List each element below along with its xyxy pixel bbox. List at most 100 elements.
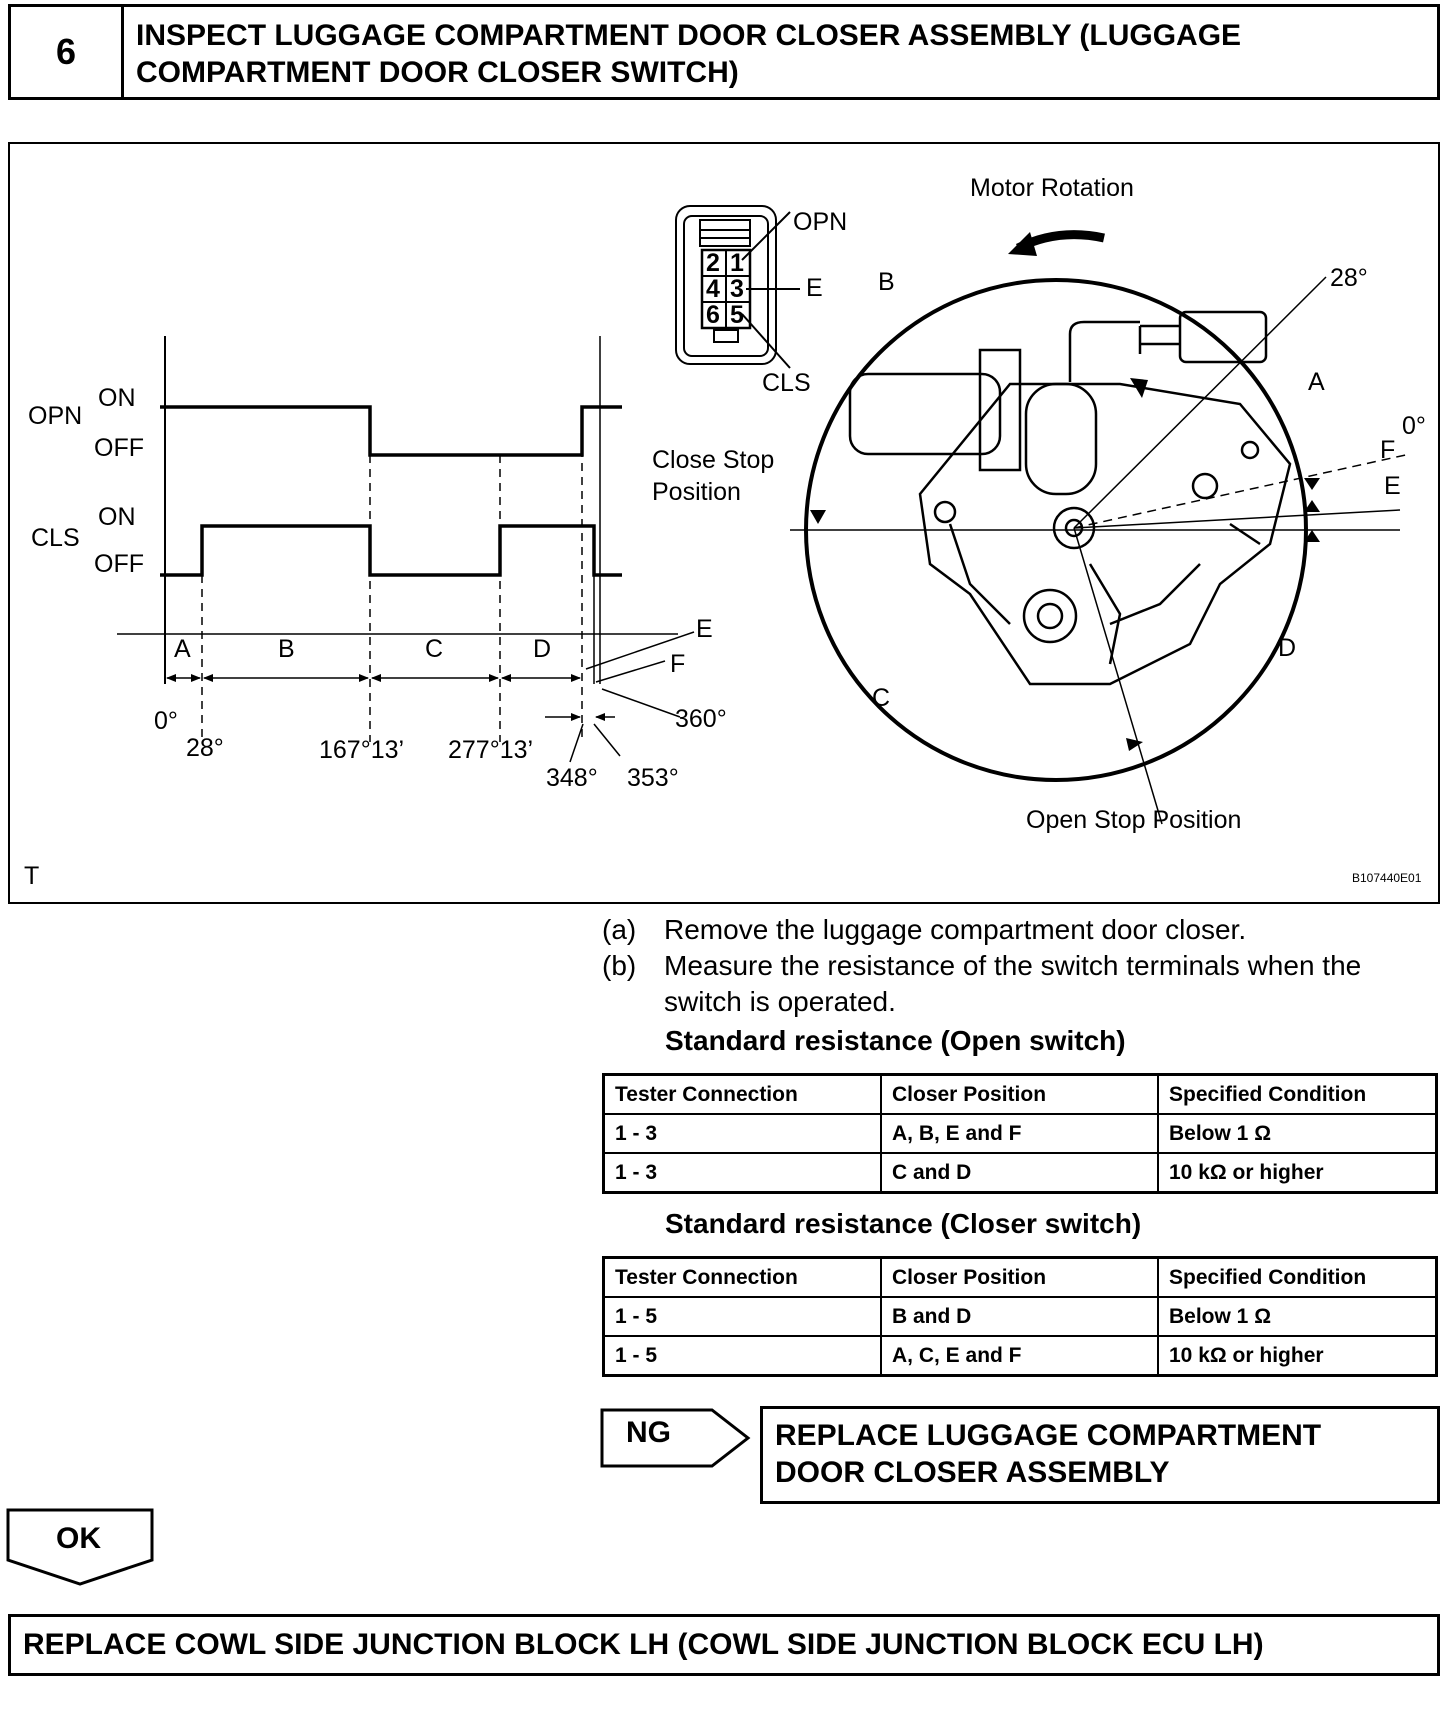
ng-result-line2: DOOR CLOSER ASSEMBLY [775, 1456, 1170, 1489]
timing-labels: OPN ON OFF CLS ON OFF A B C D E F 0° 28°… [28, 384, 727, 792]
circle-e-label: E [1384, 472, 1401, 500]
table-header-cell: Closer Position [880, 1256, 1159, 1298]
table-cell: 10 kΩ or higher [1157, 1152, 1438, 1194]
opn-waveform [160, 405, 622, 457]
ok-result-text: REPLACE COWL SIDE JUNCTION BLOCK LH (COW… [23, 1628, 1264, 1661]
closer-switch-title: Standard resistance (Closer switch) [665, 1208, 1142, 1239]
circle-angle-28-label: 28° [1330, 264, 1368, 292]
table-cell: A, C, E and F [880, 1335, 1159, 1377]
ng-label: NG [626, 1416, 671, 1449]
timing-e-label: E [696, 615, 713, 643]
motor-rotation-label: Motor Rotation [970, 174, 1134, 202]
opn-off-label: OFF [94, 434, 144, 462]
table-cell: 10 kΩ or higher [1157, 1335, 1438, 1377]
close-stop-line1: Close Stop [652, 446, 774, 474]
figure-code: B107440E01 [1352, 871, 1422, 885]
instruction-b: (b) Measure the resistance of the switch… [602, 948, 1442, 984]
opn-signal-label: OPN [28, 402, 82, 430]
pin-1: 1 [730, 249, 744, 277]
angle-360-label: 360° [675, 705, 727, 733]
open-stop-label: Open Stop Position [1026, 806, 1241, 834]
inspection-figure: OPN ON OFF CLS ON OFF A B C D E F 0° 28°… [8, 142, 1440, 904]
rotation-diagram [790, 230, 1411, 825]
angle-277-label: 277°13’ [448, 736, 533, 764]
angle-167-label: 167°13’ [319, 736, 404, 764]
open-switch-table: Tester Connection Closer Position Specif… [602, 1073, 1438, 1194]
opn-on-label: ON [98, 384, 136, 412]
table-cell: B and D [880, 1296, 1159, 1337]
ng-result-line1: REPLACE LUGGAGE COMPARTMENT [775, 1419, 1322, 1452]
pin-3: 3 [730, 275, 744, 303]
zone-a-circle-label: A [1308, 368, 1325, 396]
connector-e-label: E [806, 274, 823, 302]
table-cell: 1 - 5 [602, 1335, 882, 1377]
zone-b-circle-label: B [878, 268, 895, 296]
ok-result-box: REPLACE COWL SIDE JUNCTION BLOCK LH (COW… [8, 1614, 1440, 1676]
zone-b-label: B [278, 635, 295, 663]
zone-d-circle-label: D [1278, 634, 1296, 662]
pin-2: 2 [706, 249, 720, 277]
connector-cls-label: CLS [762, 369, 811, 397]
corner-mark: T [24, 862, 39, 890]
table-cell: A, B, E and F [880, 1113, 1159, 1154]
ok-arrow-shape [6, 1508, 154, 1586]
table-row: 1 - 3 C and D 10 kΩ or higher [602, 1152, 1438, 1194]
table-header-row: Tester Connection Closer Position Specif… [602, 1073, 1438, 1115]
cls-waveform [160, 524, 622, 577]
angle-28-label: 28° [186, 734, 224, 762]
table-header-cell: Tester Connection [602, 1256, 882, 1298]
pin-5: 5 [730, 301, 744, 329]
closer-switch-table: Tester Connection Closer Position Specif… [602, 1256, 1438, 1377]
table-header-row: Tester Connection Closer Position Specif… [602, 1256, 1438, 1298]
ng-result-box: REPLACE LUGGAGE COMPARTMENT DOOR CLOSER … [760, 1406, 1440, 1504]
close-stop-line2: Position [652, 478, 741, 506]
figure-svg: OPN ON OFF CLS ON OFF A B C D E F 0° 28°… [24, 174, 1426, 890]
table-cell: 1 - 5 [602, 1296, 882, 1337]
rotation-labels: Motor Rotation B 28° A 0° F E Close Stop… [24, 174, 1426, 890]
instruction-b-text2: switch is operated. [664, 986, 896, 1017]
step-title-line1: INSPECT LUGGAGE COMPARTMENT DOOR CLOSER … [136, 19, 1242, 52]
step-number: 6 [11, 7, 124, 97]
cls-on-label: ON [98, 503, 136, 531]
angle-348-label: 348° [546, 764, 598, 792]
ok-label: OK [56, 1522, 101, 1555]
instruction-a-label: (a) [602, 914, 637, 945]
zone-c-label: C [425, 635, 443, 663]
circle-angle-0-label: 0° [1402, 412, 1426, 440]
zone-d-label: D [533, 635, 551, 663]
ng-arrow-shape [600, 1408, 751, 1468]
instruction-b-text: Measure the resistance of the switch ter… [664, 950, 1362, 981]
connector-labels: 2 1 4 3 6 5 OPN E CLS [706, 208, 847, 397]
instructions: (a) Remove the luggage compartment door … [602, 912, 1442, 1020]
step-title: INSPECT LUGGAGE COMPARTMENT DOOR CLOSER … [124, 7, 1253, 97]
table-header-cell: Closer Position [880, 1073, 1159, 1115]
table-cell: Below 1 Ω [1157, 1113, 1438, 1154]
table-cell: 1 - 3 [602, 1152, 882, 1194]
table-cell: C and D [880, 1152, 1159, 1194]
table-header-cell: Specified Condition [1157, 1256, 1438, 1298]
table-row: 1 - 3 A, B, E and F Below 1 Ω [602, 1113, 1438, 1154]
timing-chart [117, 336, 695, 763]
step-title-line2: COMPARTMENT DOOR CLOSER SWITCH) [136, 56, 739, 89]
instruction-b-cont: switch is operated. [602, 984, 1442, 1020]
angle-0-label: 0° [154, 707, 178, 735]
table-row: 1 - 5 B and D Below 1 Ω [602, 1296, 1438, 1337]
cls-off-label: OFF [94, 550, 144, 578]
timing-f-label: F [670, 650, 685, 678]
instruction-a-text: Remove the luggage compartment door clos… [664, 914, 1247, 945]
table-cell: 1 - 3 [602, 1113, 882, 1154]
table-row: 1 - 5 A, C, E and F 10 kΩ or higher [602, 1335, 1438, 1377]
table-header-cell: Specified Condition [1157, 1073, 1438, 1115]
instruction-b-label: (b) [602, 950, 637, 981]
instruction-a: (a) Remove the luggage compartment door … [602, 912, 1442, 948]
pin-6: 6 [706, 301, 720, 329]
step-header: 6 INSPECT LUGGAGE COMPARTMENT DOOR CLOSE… [8, 4, 1440, 100]
cls-signal-label: CLS [31, 524, 80, 552]
open-switch-title: Standard resistance (Open switch) [665, 1025, 1126, 1056]
table-cell: Below 1 Ω [1157, 1296, 1438, 1337]
circle-f-label: F [1380, 436, 1395, 464]
connector-opn-label: OPN [793, 208, 847, 236]
pin-4: 4 [706, 275, 720, 303]
zone-a-label: A [174, 635, 191, 663]
table-header-cell: Tester Connection [602, 1073, 882, 1115]
